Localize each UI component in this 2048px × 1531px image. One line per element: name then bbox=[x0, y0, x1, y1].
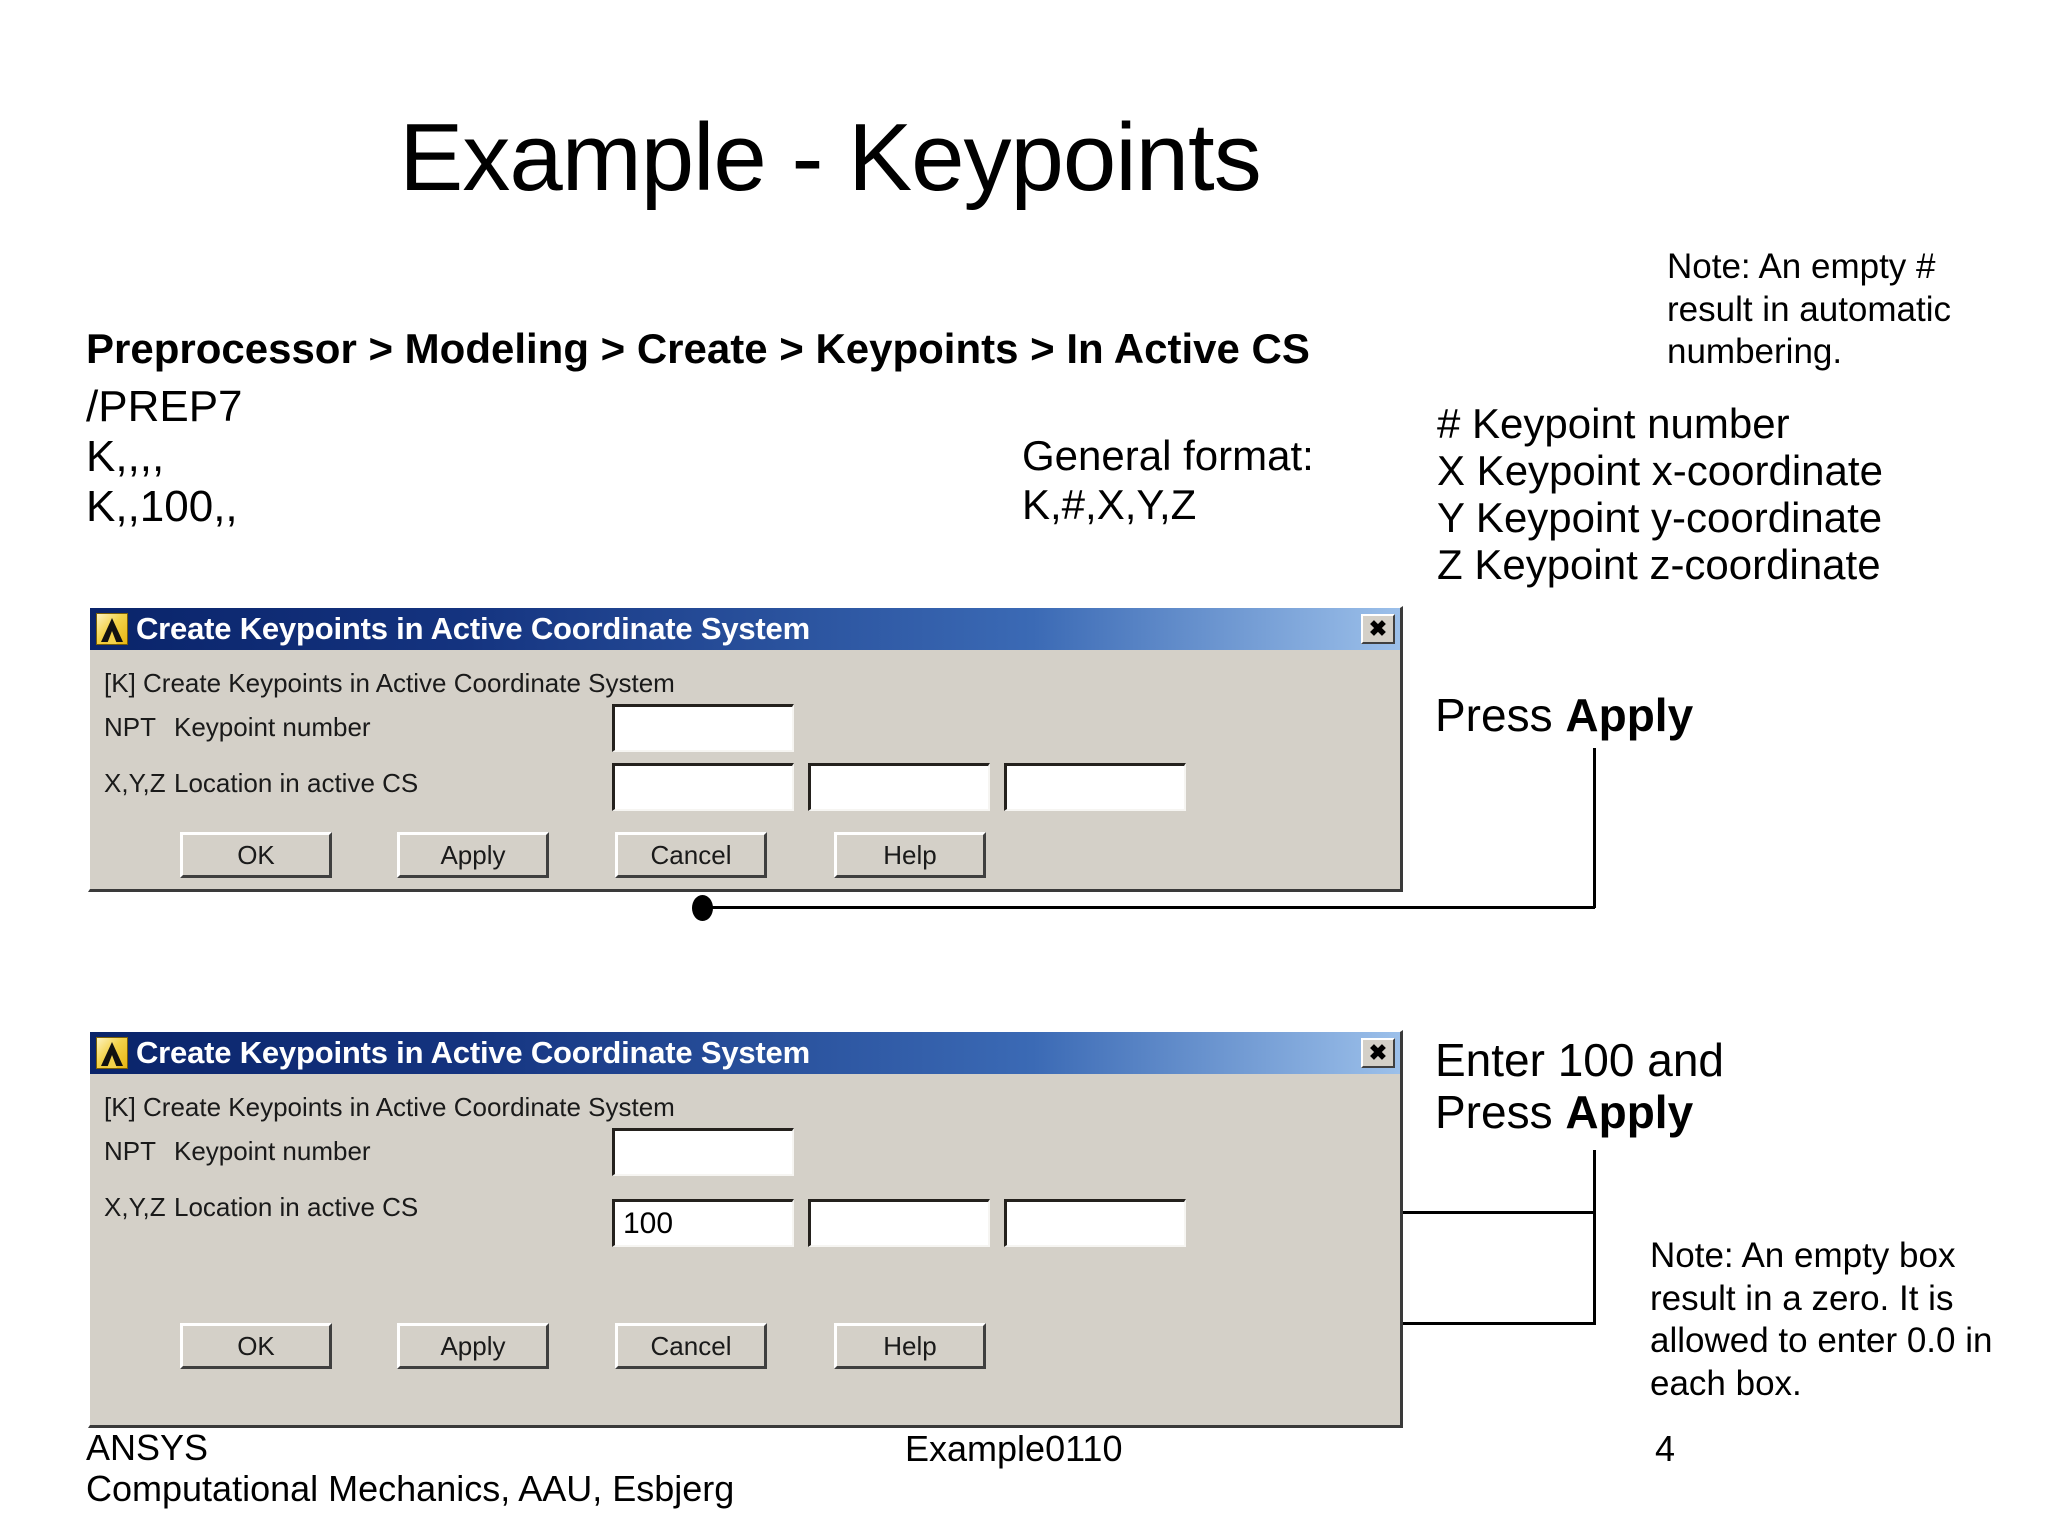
menu-path-breadcrumb: Preprocessor > Modeling > Create > Keypo… bbox=[86, 325, 1310, 372]
dialog-1-npt-input[interactable] bbox=[612, 704, 794, 752]
dialog-2-title: Create Keypoints in Active Coordinate Sy… bbox=[136, 1035, 810, 1070]
dialog-2-ok-button[interactable]: OK bbox=[180, 1323, 332, 1369]
callout-enter-100-press-apply: Enter 100 and Press Apply bbox=[1435, 1034, 1725, 1139]
callout-enter-100-line1: Enter 100 and bbox=[1435, 1034, 1725, 1086]
command-line-k-empty: K,,,, bbox=[86, 432, 165, 482]
close-icon[interactable]: ✖ bbox=[1361, 614, 1395, 644]
legend-item-z: Z Keypoint z-coordinate bbox=[1437, 541, 1881, 589]
dialog-2-x-input[interactable]: 100 bbox=[612, 1199, 794, 1247]
dialog-1-title: Create Keypoints in Active Coordinate Sy… bbox=[136, 611, 810, 646]
dialog-2-npt-text: Keypoint number bbox=[174, 1136, 371, 1166]
dialog-2-npt-input[interactable] bbox=[612, 1128, 794, 1176]
ansys-logo-icon bbox=[96, 613, 128, 645]
general-format-syntax: K,#,X,Y,Z bbox=[1022, 480, 1197, 528]
dialog-1-apply-button[interactable]: Apply bbox=[397, 832, 549, 878]
dialog-2-titlebar[interactable]: Create Keypoints in Active Coordinate Sy… bbox=[90, 1032, 1400, 1074]
command-block: /PREP7 K,,,, K,,100,, bbox=[86, 382, 243, 532]
dialog-2-cancel-button[interactable]: Cancel bbox=[615, 1323, 767, 1369]
note-empty-box-zero: Note: An empty box result in a zero. It … bbox=[1650, 1236, 1993, 1404]
legend-item-x: X Keypoint x-coordinate bbox=[1437, 447, 1883, 495]
footer-page-number: 4 bbox=[1655, 1428, 1676, 1469]
dialog-2-help-button[interactable]: Help bbox=[834, 1323, 986, 1369]
dialog-1-x-input[interactable] bbox=[612, 763, 794, 811]
ansys-logo-icon bbox=[96, 1037, 128, 1069]
dialog-2-xyz-label: X,Y,Z bbox=[104, 1192, 166, 1222]
general-format-label: General format: bbox=[1022, 432, 1314, 479]
leader-line-vertical-2 bbox=[1593, 1150, 1596, 1325]
callout-enter-100-line2: Press Apply bbox=[1435, 1085, 1724, 1139]
dialog-2-xyz-text: Location in active CS bbox=[174, 1192, 419, 1222]
legend-item-y: Y Keypoint y-coordinate bbox=[1437, 494, 1883, 542]
footer-example-id: Example0110 bbox=[905, 1428, 1123, 1469]
dialog-2-body: [K] Create Keypoints in Active Coordinat… bbox=[90, 1074, 1400, 1426]
callout-press-apply-bold: Apply bbox=[1565, 689, 1694, 741]
footer-org-line-1: ANSYS bbox=[86, 1427, 209, 1468]
general-format-block: General format: K,#,X,Y,Z bbox=[1022, 432, 1314, 529]
dialog-1-help-button[interactable]: Help bbox=[834, 832, 986, 878]
dialog-2-heading: [K] Create Keypoints in Active Coordinat… bbox=[104, 1092, 675, 1122]
leader-line-vertical-1 bbox=[1593, 748, 1596, 908]
dialog-2-z-input[interactable] bbox=[1004, 1199, 1186, 1247]
dialog-2-npt-label: NPT bbox=[104, 1136, 156, 1166]
dialog-1-y-input[interactable] bbox=[808, 763, 990, 811]
dialog-1-npt-text: Keypoint number bbox=[174, 712, 371, 742]
keypoint-legend: # Keypoint number X Keypoint x-coordinat… bbox=[1437, 400, 1883, 588]
callout-press-apply: Press Apply bbox=[1435, 689, 1694, 742]
command-line-k-100: K,,100,, bbox=[86, 482, 238, 532]
dialog-2-apply-button[interactable]: Apply bbox=[397, 1323, 549, 1369]
dialog-1-npt-label: NPT bbox=[104, 712, 156, 742]
dialog-1-xyz-label: X,Y,Z bbox=[104, 768, 166, 798]
dialog-1-cancel-button[interactable]: Cancel bbox=[615, 832, 767, 878]
footer-organization: ANSYS Computational Mechanics, AAU, Esbj… bbox=[86, 1427, 735, 1509]
dialog-create-keypoints-1[interactable]: Create Keypoints in Active Coordinate Sy… bbox=[88, 606, 1403, 892]
dialog-1-xyz-text: Location in active CS bbox=[174, 768, 419, 798]
callout-press-apply-prefix: Press bbox=[1435, 689, 1566, 741]
command-line-prep7: /PREP7 bbox=[86, 382, 243, 431]
legend-item-number: # Keypoint number bbox=[1437, 400, 1790, 447]
dialog-2-y-input[interactable] bbox=[808, 1199, 990, 1247]
dialog-1-titlebar[interactable]: Create Keypoints in Active Coordinate Sy… bbox=[90, 608, 1400, 650]
note-automatic-numbering: Note: An empty # result in automatic num… bbox=[1667, 247, 1952, 372]
dialog-1-z-input[interactable] bbox=[1004, 763, 1186, 811]
dialog-1-body: [K] Create Keypoints in Active Coordinat… bbox=[90, 650, 1400, 890]
leader-line-horizontal-1 bbox=[700, 906, 1595, 909]
page-title: Example - Keypoints bbox=[399, 104, 1261, 211]
dialog-1-heading: [K] Create Keypoints in Active Coordinat… bbox=[104, 668, 675, 698]
close-icon[interactable]: ✖ bbox=[1361, 1038, 1395, 1068]
dialog-1-ok-button[interactable]: OK bbox=[180, 832, 332, 878]
callout-enter-100-line2-prefix: Press bbox=[1435, 1085, 1566, 1138]
callout-enter-100-line2-bold: Apply bbox=[1565, 1085, 1694, 1138]
dialog-create-keypoints-2[interactable]: Create Keypoints in Active Coordinate Sy… bbox=[88, 1030, 1403, 1428]
footer-org-line-2: Computational Mechanics, AAU, Esbjerg bbox=[86, 1467, 735, 1509]
